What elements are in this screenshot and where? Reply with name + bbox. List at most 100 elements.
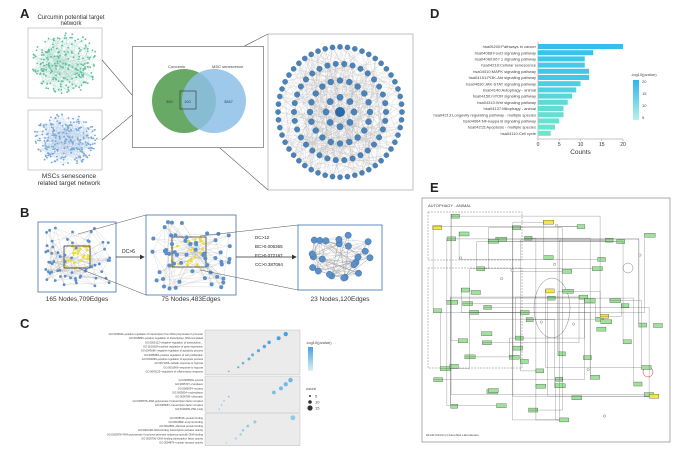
network-edge <box>311 155 387 170</box>
go-term-label: GO:0004879~nuclear receptor activity <box>159 441 203 445</box>
pathway-link <box>488 227 513 240</box>
network-node <box>193 247 198 252</box>
network-node <box>108 259 111 262</box>
network-node <box>62 158 65 161</box>
kegg-category-label: hsa04010:MAPK signaling pathway <box>473 69 536 74</box>
network-edge <box>53 129 92 139</box>
network-node <box>70 271 74 274</box>
network-node <box>86 47 89 50</box>
network-node <box>80 126 83 129</box>
network-edge <box>45 269 86 272</box>
network-edge <box>300 54 312 87</box>
network-edge <box>43 59 79 66</box>
network-node <box>108 256 111 260</box>
pathway-link <box>557 291 563 352</box>
compound-node <box>638 253 642 257</box>
network-edge <box>349 82 382 161</box>
go-dot <box>241 361 245 365</box>
network-node <box>56 60 59 63</box>
pathway-link <box>461 288 470 313</box>
network-node <box>366 108 374 116</box>
network-edge <box>325 119 402 176</box>
network-node <box>74 277 77 280</box>
network-edge <box>79 67 86 88</box>
network-node <box>55 155 58 158</box>
network-edge <box>279 46 341 97</box>
network-node <box>53 226 57 230</box>
network-node <box>41 130 44 133</box>
network-edge <box>48 38 55 91</box>
network-node <box>378 60 384 67</box>
criteria-cc: CC>0.387064 <box>255 262 283 267</box>
network-node <box>75 76 78 79</box>
network-node <box>312 127 319 134</box>
network-node <box>56 148 58 151</box>
network-node <box>84 141 87 143</box>
network-edge <box>51 127 72 131</box>
network-node <box>45 128 48 131</box>
network-node <box>70 129 73 132</box>
network-edge <box>288 51 363 150</box>
go-dot <box>239 433 242 436</box>
gene-box <box>616 239 625 244</box>
network-edge <box>45 149 58 156</box>
go-term-label: GO:0000122~negative regulation of transc… <box>145 340 203 344</box>
network-node <box>84 44 87 47</box>
network-node <box>297 83 304 90</box>
network-node <box>43 68 46 71</box>
network-edge <box>319 82 350 156</box>
network-edge <box>40 123 69 164</box>
network-edge <box>49 50 81 91</box>
network-node <box>45 231 48 234</box>
network-node <box>215 274 220 279</box>
network-edge <box>35 71 54 78</box>
network-edge <box>344 246 349 278</box>
network-node <box>69 36 72 39</box>
network-node <box>36 72 38 75</box>
kegg-category-label: hsa04137:Mitophagy - animal <box>484 106 537 111</box>
network-node <box>226 260 231 265</box>
network-edge <box>59 122 71 124</box>
network-edge <box>304 144 307 166</box>
network-node <box>63 142 66 145</box>
network-edge <box>153 238 173 245</box>
network-edge <box>45 232 47 252</box>
network-edge <box>169 252 175 289</box>
network-node <box>90 136 93 139</box>
network-edge <box>293 81 331 156</box>
network-edge <box>39 138 48 154</box>
network-edge <box>47 142 88 148</box>
kegg-bar <box>538 87 577 93</box>
network-b1 <box>37 221 117 293</box>
network-edge <box>331 235 349 276</box>
kegg-bar <box>538 50 594 56</box>
network-edge <box>83 48 88 71</box>
network-edge <box>55 81 85 92</box>
pathway-link <box>512 222 544 347</box>
network-node <box>398 101 405 107</box>
network-node <box>73 158 76 161</box>
network-node <box>77 38 79 41</box>
network-node <box>77 129 80 132</box>
compound-node <box>540 320 543 324</box>
x-tick-label: 0.2 <box>214 448 220 450</box>
network-node <box>322 108 330 116</box>
network-node <box>46 249 50 253</box>
criteria-block: DC>12 BC>0.006365 EC>0.072167 CC>0.38706… <box>255 233 283 269</box>
network-node <box>171 261 176 266</box>
pathway-link <box>515 296 580 337</box>
network-node <box>79 141 82 144</box>
go-term-label: GO:0016605~PML body <box>175 407 204 411</box>
network-node <box>44 144 47 147</box>
pathway-link <box>450 297 548 405</box>
network-edge <box>37 46 58 62</box>
network-node <box>294 126 301 133</box>
network-edge <box>44 65 95 70</box>
network-edge <box>49 65 64 79</box>
network-edge <box>36 73 93 80</box>
network-node <box>372 162 378 169</box>
network-edge <box>80 242 104 278</box>
network-node <box>89 149 92 152</box>
pathway-link <box>512 225 560 421</box>
